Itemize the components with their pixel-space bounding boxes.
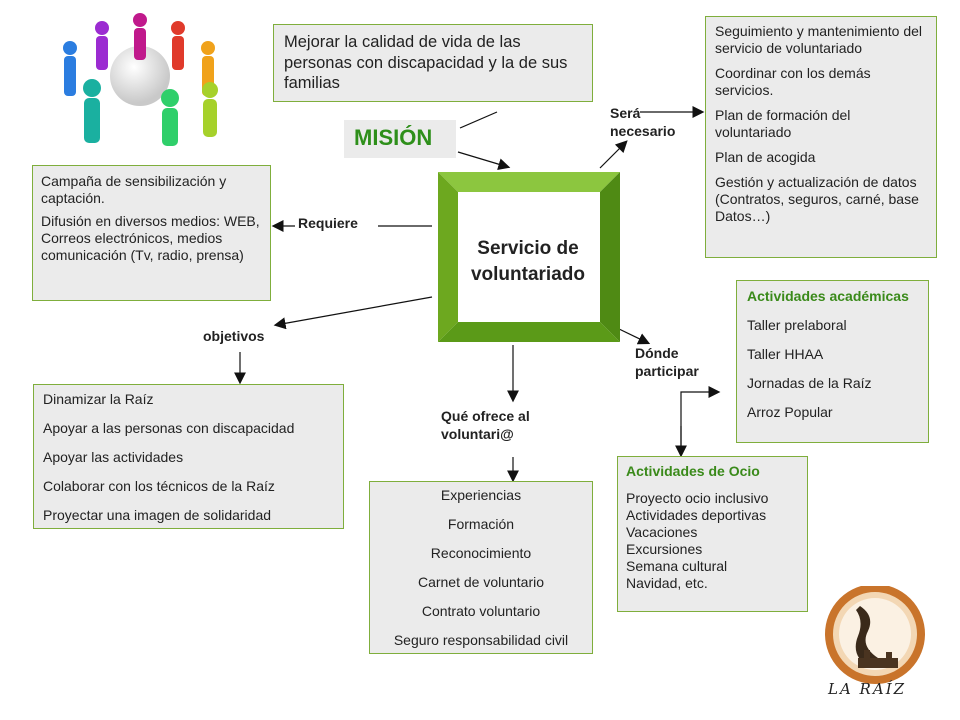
necesario-box: Seguimiento y mantenimiento del servicio… <box>705 16 937 258</box>
mission-text: Mejorar la calidad de vida de las person… <box>284 33 568 92</box>
logo-text: LA RAÍZ <box>828 680 907 698</box>
academicas-item: Taller HHAA <box>747 346 824 362</box>
necesario-item: Gestión y actualización de datos (Contra… <box>715 174 919 224</box>
objetivos-box: Dinamizar la Raíz Apoyar a las personas … <box>33 384 344 529</box>
necesario-item: Plan de acogida <box>715 149 816 165</box>
mission-label-box: MISIÓN <box>344 120 456 158</box>
people-circle-illustration <box>63 13 218 146</box>
ofrece-item: Experiencias <box>440 487 522 503</box>
ocio-item: Actividades deportivas <box>626 507 767 523</box>
label-requiere: Requiere <box>298 215 358 231</box>
ofrece-item: Formación <box>447 516 515 532</box>
donde-arrow <box>616 327 651 345</box>
academicas-arrow <box>680 386 721 447</box>
ocio-item: Vacaciones <box>626 524 698 540</box>
necesario-item: Seguimiento y mantenimiento del servicio… <box>715 23 923 56</box>
objetivo-item: Dinamizar la Raíz <box>43 391 154 407</box>
center-frame <box>438 172 620 342</box>
academicas-item: Taller prelaboral <box>747 317 847 333</box>
necesario-item: Plan de formación del voluntariado <box>715 107 851 140</box>
la-raiz-logo <box>825 586 925 684</box>
requiere-box: Campaña de sensibilización y captación. … <box>32 165 271 301</box>
academicas-item: Arroz Popular <box>747 404 833 420</box>
ocio-item: Navidad, etc. <box>626 575 708 591</box>
label-sera-necesario: Será necesario <box>610 105 676 139</box>
objetivo-item: Proyectar una imagen de solidaridad <box>43 507 272 523</box>
academicas-title: Actividades académicas <box>747 288 909 304</box>
ofrece-item: Contrato voluntario <box>421 603 541 619</box>
mission-text-box: Mejorar la calidad de vida de las person… <box>273 24 593 102</box>
academicas-box: Actividades académicas Taller prelaboral… <box>736 280 929 443</box>
objetivo-item: Apoyar las actividades <box>43 449 184 465</box>
ocio-item: Excursiones <box>626 541 703 557</box>
ofrece-box: Experiencias Formación Reconocimiento Ca… <box>369 481 593 654</box>
ofrece-item: Seguro responsabilidad civil <box>393 632 569 648</box>
center-title: Servicio de voluntariado <box>470 238 585 285</box>
objetivo-item: Colaborar con los técnicos de la Raíz <box>43 478 275 494</box>
mission-text-connector <box>459 111 498 129</box>
label-que-ofrece: Qué ofrece al voluntari@ <box>441 408 530 442</box>
mission-arrow <box>457 151 511 170</box>
ofrece-item: Carnet de voluntario <box>417 574 545 590</box>
label-objetivos: objetivos <box>203 328 265 344</box>
ocio-item: Semana cultural <box>626 558 728 574</box>
ofrece-item: Reconocimiento <box>430 545 532 561</box>
objetivos-arrow <box>273 296 433 330</box>
label-donde-participar: Dónde participar <box>635 345 699 379</box>
ocio-title: Actividades de Ocio <box>626 463 760 479</box>
requiere-item: Difusión en diversos medios: WEB, Correo… <box>41 213 260 263</box>
ocio-item: Proyecto ocio inclusivo <box>626 490 769 506</box>
necesario-item: Coordinar con los demás servicios. <box>715 65 871 98</box>
ocio-box: Actividades de Ocio Proyecto ocio inclus… <box>617 456 808 612</box>
necesario-arrow-1 <box>599 140 628 169</box>
objetivo-item: Apoyar a las personas con discapacidad <box>43 420 295 436</box>
requiere-item: Campaña de sensibilización y captación. <box>41 173 227 206</box>
academicas-item: Jornadas de la Raíz <box>747 375 872 391</box>
mission-label: MISIÓN <box>354 125 433 150</box>
